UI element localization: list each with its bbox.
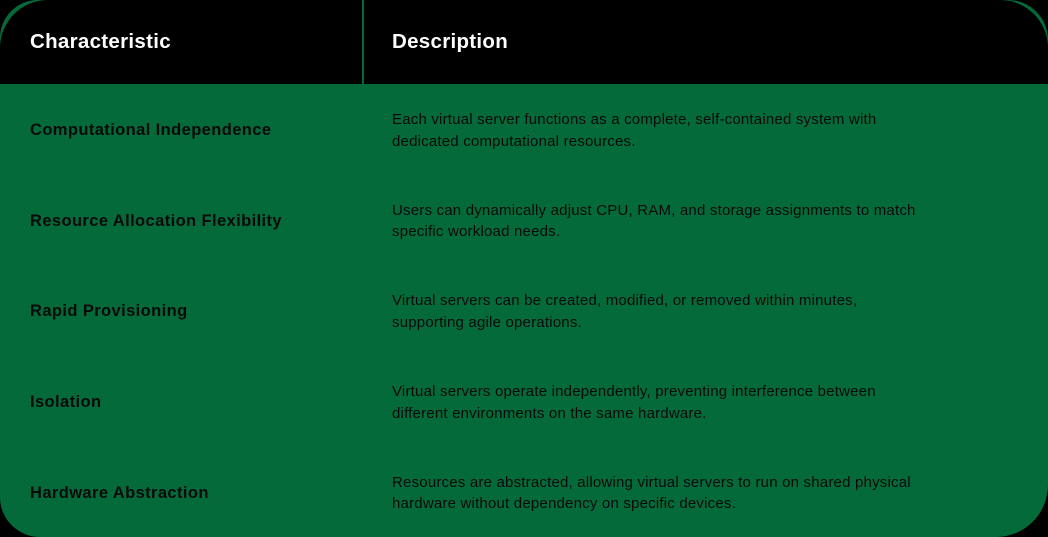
- description-cell: Users can dynamically adjust CPU, RAM, a…: [364, 175, 1048, 266]
- characteristic-cell: Resource Allocation Flexibility: [30, 211, 283, 230]
- column-header-characteristic: Characteristic: [0, 0, 362, 84]
- description-cell: Each virtual server functions as a compl…: [364, 84, 1048, 175]
- description-text: Users can dynamically adjust CPU, RAM, a…: [392, 201, 916, 241]
- description-text: Virtual servers can be created, modified…: [392, 292, 858, 331]
- characteristic-cell: Rapid Provisioning: [30, 302, 188, 321]
- header-column-divider: [362, 0, 364, 84]
- description-cell: Resources are abstracted, allowing virtu…: [364, 446, 1048, 537]
- characteristic-cell: Hardware Abstraction: [30, 483, 209, 502]
- column-header-description: Description: [364, 0, 1048, 84]
- description-text: Virtual servers operate independently, p…: [392, 383, 876, 422]
- column-header-characteristic-label: Characteristic: [30, 30, 171, 53]
- table-row: Resource Allocation Flexibility Users ca…: [0, 175, 1048, 266]
- characteristic-cell: Isolation: [30, 393, 102, 412]
- description-cell: Virtual servers can be created, modified…: [364, 265, 1048, 356]
- description-cell: Virtual servers operate independently, p…: [364, 356, 1048, 447]
- table-header-row: Characteristic Description: [0, 0, 1048, 84]
- table-row: Computational Independence Each virtual …: [0, 84, 1048, 175]
- description-text: Resources are abstracted, allowing virtu…: [392, 473, 911, 513]
- column-header-description-label: Description: [392, 30, 509, 53]
- table-row: Rapid Provisioning Virtual servers can b…: [0, 265, 1048, 356]
- characteristic-cell: Computational Independence: [30, 121, 272, 140]
- table-body: Computational Independence Each virtual …: [0, 84, 1048, 537]
- table-row: Hardware Abstraction Resources are abstr…: [0, 446, 1048, 537]
- description-text: Each virtual server functions as a compl…: [392, 111, 877, 150]
- table-row: Isolation Virtual servers operate indepe…: [0, 356, 1048, 447]
